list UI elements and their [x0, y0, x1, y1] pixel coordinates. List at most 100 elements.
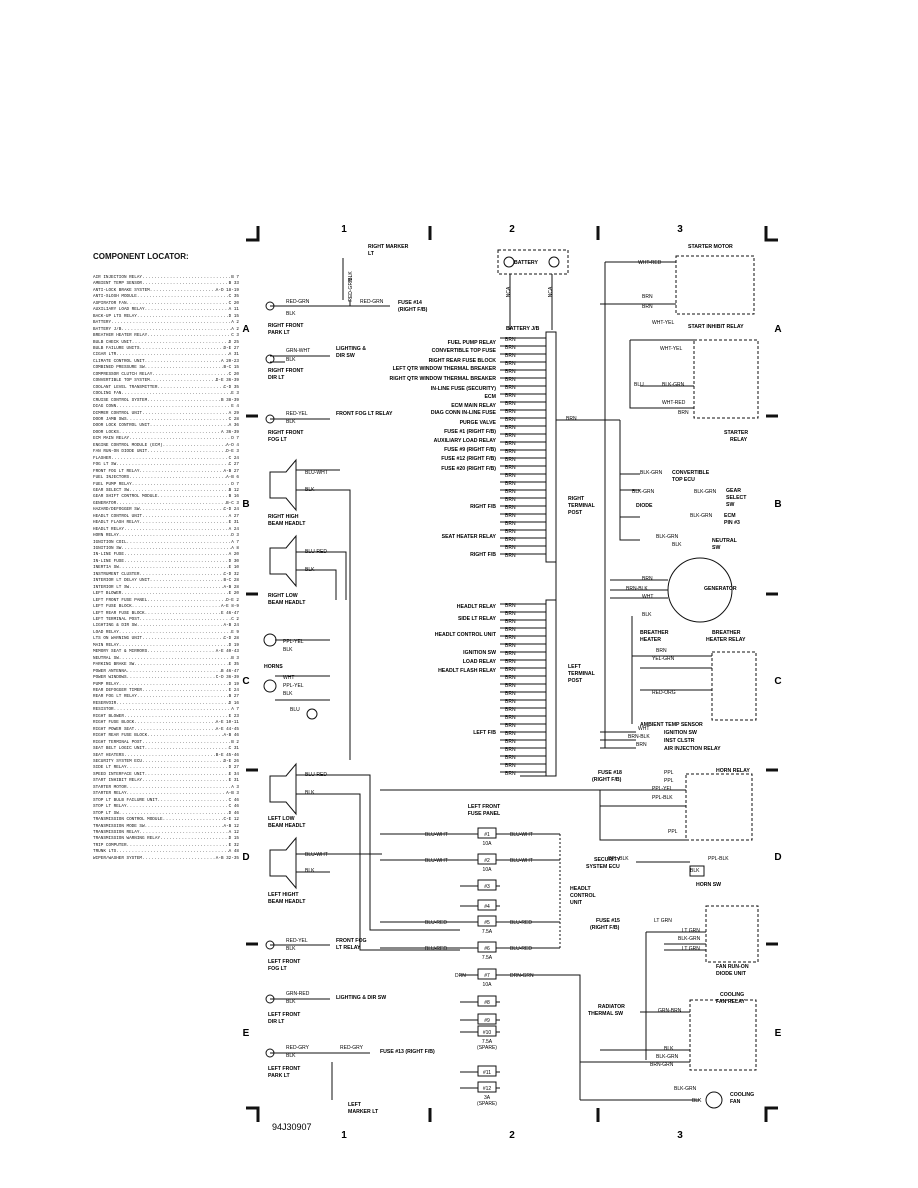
locator-component: STOP LT BULB FAILURE UNIT: [93, 797, 158, 803]
locator-item: GEAR SELECT SWB 12: [93, 488, 239, 494]
locator-code: B 7: [231, 275, 239, 280]
figure-code: 94J30907: [272, 1122, 312, 1132]
locator-component: MAIN RELAY: [93, 642, 119, 648]
locator-code: A 12: [228, 829, 239, 835]
locator-item: LEFT TERMINAL POSTC 2: [93, 617, 239, 623]
grid-column-label: 3: [677, 224, 683, 235]
wire-label: BLK: [286, 1053, 296, 1059]
locator-code: D 19: [228, 642, 239, 648]
right-front-dir-label: DIR LT: [268, 375, 285, 381]
locator-item: ANTI-LOCK BRAKE SYSTEMA-D 18-19: [93, 288, 239, 294]
left-marker-label: MARKER LT: [348, 1109, 379, 1115]
security-label: SYSTEM ECU: [586, 864, 620, 870]
locator-item: GEAR SHIFT CONTROL MODULEB 16: [93, 494, 239, 500]
wire-label: WHT-YEL: [660, 346, 682, 352]
locator-item: TRANSMISSION MODE SWA-B 12: [93, 824, 239, 830]
wire-label: BRN: [505, 417, 516, 423]
wire-label: BLK: [286, 419, 296, 425]
locator-item: FUEL INJECTORSA-B 6: [93, 475, 239, 481]
wire-label: BRN: [505, 603, 516, 609]
wire-label: BRN: [505, 465, 516, 471]
locator-item: TRUNK LTSA 48: [93, 849, 239, 855]
locator-code: A-B 28: [223, 584, 239, 590]
wire-label: BRN: [505, 409, 516, 415]
locator-item: STOP LT SWD 46: [93, 811, 239, 817]
locator-item: LEFT REAR FUSE BLOCK E 46-47: [93, 611, 239, 617]
locator-code: C 46: [228, 797, 239, 803]
fuse-number: #6: [484, 946, 490, 952]
locator-component: BATTERY J/B: [93, 326, 122, 332]
wire-label: BLK: [690, 868, 700, 874]
fuse-number: #3: [484, 884, 490, 890]
wire-label: RED-GRN: [348, 278, 354, 302]
wire-label: BLU: [634, 382, 644, 388]
locator-item: SPEED INTERFACE UNITE 34: [93, 772, 239, 778]
locator-component: ENGINE CONTROL MODULE (ECM): [93, 442, 163, 448]
right-front-park-label: RIGHT FRONT: [268, 323, 304, 329]
wire-label: BLU-WHT: [425, 832, 448, 838]
fuse: [477, 941, 497, 953]
locator-component: ASPIRATOR FAN: [93, 300, 127, 306]
locator-code: E 4: [231, 404, 239, 410]
fuse: [477, 853, 497, 865]
locator-item: RESERVOIRD 16: [93, 701, 239, 707]
right-post-label: FUSE #9 (RIGHT F/B): [444, 447, 496, 453]
locator-code: E 46-47: [220, 610, 239, 616]
wire-label: BRN: [505, 361, 516, 367]
wire-label: BRN: [505, 553, 516, 559]
wire-label: BRN: [505, 627, 516, 633]
locator-component: DOOR LOCK CONTROL UNIT: [93, 423, 150, 429]
locator-component: TRANSMISSION CONTROL MODULE: [93, 817, 163, 823]
locator-component: COOLING FAN: [93, 391, 122, 397]
fuse-panel-label: LEFT FRONT: [468, 804, 501, 810]
right-post-label: AUXILIARY LOAD RELAY: [434, 438, 497, 444]
locator-component: DIAG CONN: [93, 404, 117, 410]
locator-item: IGNITION COILA 7: [93, 540, 239, 546]
locator-code: D 30: [228, 558, 239, 564]
wire-label: BRN: [505, 353, 516, 359]
cooling-relay-label: FAN RELAY: [716, 999, 745, 1005]
locator-code: E 20: [228, 591, 239, 597]
locator-component: CRUISE CONTROL SYSTEM: [93, 397, 148, 403]
wire-label: LT GRN: [682, 928, 700, 934]
right-post-label: LEFT QTR WINDOW THERMAL BREAKER: [393, 366, 497, 372]
horns-label: HORNS: [264, 664, 283, 670]
locator-code: E 31: [228, 778, 239, 784]
locator-component: PARKING BRAKE SW: [93, 662, 135, 668]
wire-label: BLK: [305, 567, 315, 573]
wire-label: BRN-BLK: [626, 586, 648, 592]
horn-sw-label: HORN SW: [696, 882, 721, 888]
locator-title: COMPONENT LOCATOR:: [93, 252, 189, 261]
wire-label: BRN: [505, 385, 516, 391]
wire-label: RED-GRN: [360, 299, 384, 305]
locator-component: LEFT FUSE BLOCK: [93, 604, 132, 610]
locator-component: STARTER MOTOR: [93, 784, 127, 790]
locator-code: A 2: [231, 326, 239, 332]
ambient-label: AMBIENT TEMP SENSOR: [640, 722, 703, 728]
grid-row-label: C: [242, 676, 249, 687]
locator-item: SEAT HEATERSB-E 45-46: [93, 753, 239, 759]
lighting-dir2-label: LIGHTING & DIR SW: [336, 995, 386, 1001]
locator-code: B 46-47: [220, 668, 239, 674]
locator-component: LEFT FRONT FUSE PANEL: [93, 597, 148, 603]
wire-label: BLU-RED: [305, 549, 327, 555]
locator-component: LEFT REAR FUSE BLOCK: [93, 610, 145, 616]
locator-item: DIAG CONN E 4: [93, 404, 239, 410]
grid-row-label: B: [774, 499, 781, 510]
wire-label: NCA: [548, 286, 554, 297]
fuse-number: #9: [484, 1018, 490, 1024]
locator-item: FOG LT SWC 27: [93, 462, 239, 468]
locator-code: A 36: [228, 423, 239, 429]
left-post-label: HEADLT FLASH RELAY: [438, 668, 496, 674]
left-post-label: LOAD RELAY: [463, 659, 497, 665]
wire-label: WHT: [638, 726, 649, 732]
breather-heater-label: BREATHER: [640, 630, 669, 636]
radiator-label: THERMAL SW: [588, 1011, 623, 1017]
fuse-rating: 3A: [484, 1095, 491, 1101]
locator-component: TRANSMISSION WARNING RELAY: [93, 836, 161, 842]
locator-item: AUXILIARY LOAD RELAYA 11: [93, 307, 239, 313]
locator-item: PARKING BRAKE SWE 35: [93, 662, 239, 668]
locator-code: C 2: [231, 617, 239, 623]
wire-label: NCA: [506, 286, 512, 297]
